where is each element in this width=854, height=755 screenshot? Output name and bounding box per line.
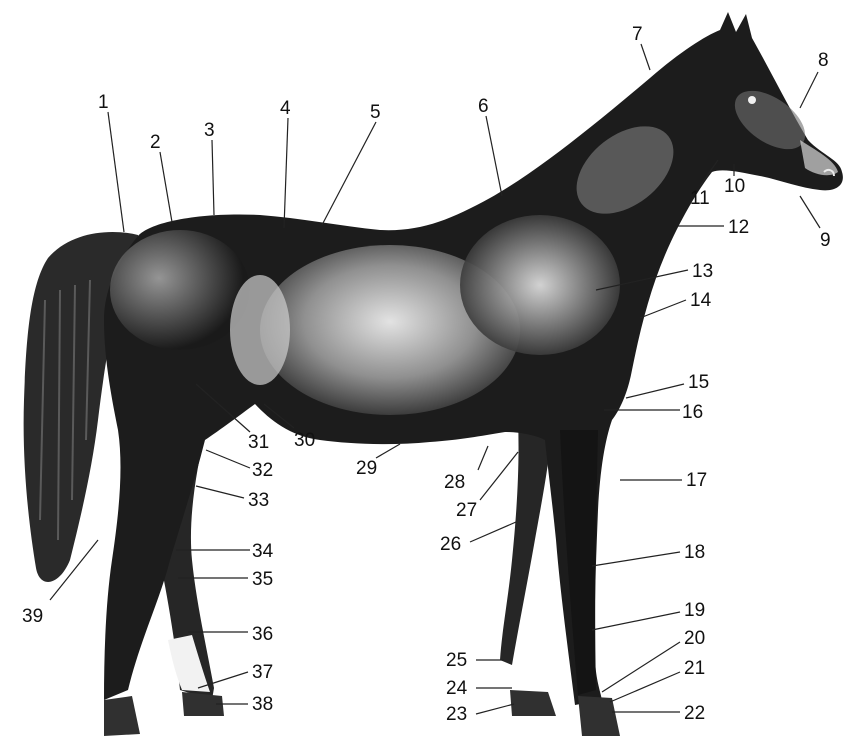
- label-7: 7: [632, 24, 650, 70]
- label-27: 27: [456, 452, 518, 521]
- label-22: 22: [612, 703, 705, 724]
- label-26: 26: [440, 522, 516, 555]
- label-14: 14: [640, 290, 712, 318]
- label-23-text: 23: [446, 704, 467, 725]
- label-6-text: 6: [478, 96, 489, 117]
- label-21: 21: [610, 658, 705, 702]
- label-13-text: 13: [692, 261, 713, 282]
- label-10-text: 10: [724, 176, 745, 197]
- label-1: 1: [98, 92, 124, 232]
- label-9: 9: [800, 196, 831, 251]
- label-5: 5: [322, 102, 381, 225]
- label-8-text: 8: [818, 50, 829, 71]
- label-36-text: 36: [252, 624, 273, 645]
- label-23: 23: [446, 704, 514, 725]
- label-17-text: 17: [686, 470, 707, 491]
- label-3: 3: [204, 120, 215, 215]
- label-24: 24: [446, 678, 512, 699]
- label-33: 33: [196, 486, 269, 511]
- near-hind-hoof: [104, 696, 140, 736]
- label-9-text: 9: [820, 230, 831, 251]
- far-fore-leg: [500, 420, 552, 665]
- label-37-text: 37: [252, 662, 273, 683]
- shoulder-highlight: [460, 215, 620, 355]
- label-24-text: 24: [446, 678, 468, 699]
- label-2-text: 2: [150, 132, 161, 153]
- label-6: 6: [478, 96, 502, 196]
- label-25: 25: [446, 650, 504, 671]
- eye: [748, 96, 756, 104]
- label-39-text: 39: [22, 606, 43, 627]
- label-12-text: 12: [728, 217, 749, 238]
- label-25-text: 25: [446, 650, 467, 671]
- label-4: 4: [280, 98, 291, 228]
- label-29-text: 29: [356, 458, 377, 479]
- label-21-text: 21: [684, 658, 705, 679]
- label-17: 17: [620, 470, 707, 491]
- label-38-text: 38: [252, 694, 273, 715]
- label-2: 2: [150, 132, 172, 222]
- label-32-text: 32: [252, 460, 273, 481]
- label-7-text: 7: [632, 24, 643, 45]
- label-16-text: 16: [682, 402, 703, 423]
- label-34-text: 34: [252, 541, 274, 562]
- label-15-text: 15: [688, 372, 709, 393]
- label-4-text: 4: [280, 98, 291, 119]
- label-12: 12: [678, 217, 749, 238]
- label-29: 29: [356, 444, 400, 479]
- label-11-text: 11: [690, 188, 710, 209]
- label-1-text: 1: [98, 92, 109, 113]
- label-5-text: 5: [370, 102, 381, 123]
- label-19: 19: [592, 600, 705, 630]
- far-fore-hoof: [510, 690, 556, 716]
- label-3-text: 3: [204, 120, 215, 141]
- label-18: 18: [592, 542, 705, 566]
- flank-highlight: [230, 275, 290, 385]
- label-28-text: 28: [444, 472, 465, 493]
- label-15: 15: [626, 372, 709, 398]
- label-26-text: 26: [440, 534, 461, 555]
- label-32: 32: [206, 450, 273, 481]
- label-28: 28: [444, 446, 488, 493]
- label-35-text: 35: [252, 569, 273, 590]
- label-22-text: 22: [684, 703, 705, 724]
- label-18-text: 18: [684, 542, 705, 563]
- label-31-text: 31: [248, 432, 269, 453]
- label-33-text: 33: [248, 490, 269, 511]
- label-14-text: 14: [690, 290, 712, 311]
- label-8: 8: [800, 50, 829, 108]
- label-19-text: 19: [684, 600, 705, 621]
- near-fore-hoof: [578, 696, 620, 736]
- label-20-text: 20: [684, 628, 705, 649]
- label-38: 38: [216, 694, 273, 715]
- rump-highlight: [110, 230, 250, 350]
- label-30-text: 30: [294, 430, 315, 451]
- label-27-text: 27: [456, 500, 477, 521]
